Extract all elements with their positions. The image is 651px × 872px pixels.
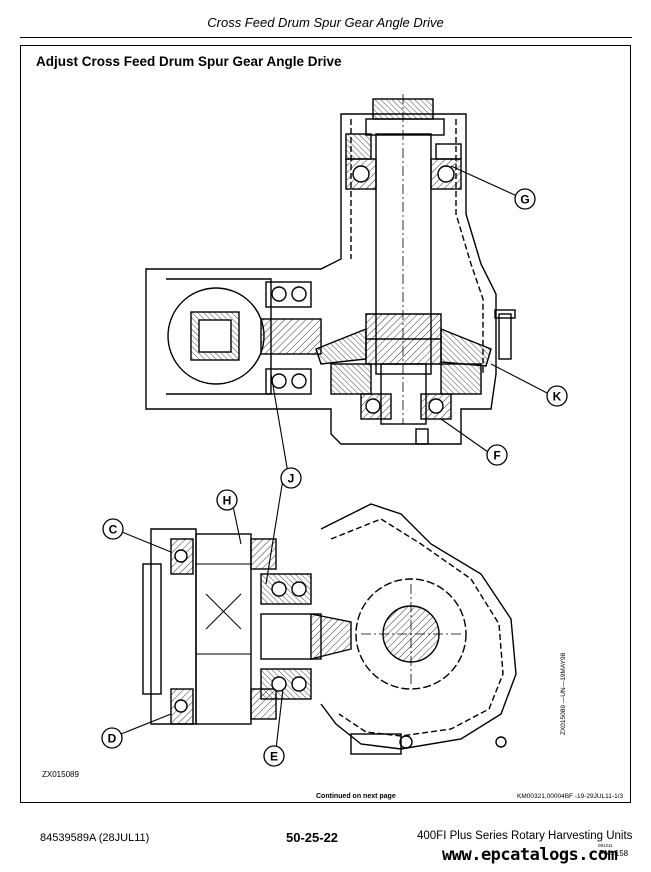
callout-g-label: G: [520, 193, 529, 207]
callout-j-label: J: [288, 472, 295, 486]
section-title: Adjust Cross Feed Drum Spur Gear Angle D…: [36, 54, 342, 69]
header-rule: [20, 37, 632, 38]
callout-f: F: [486, 444, 508, 466]
callout-f-label: F: [493, 449, 500, 463]
gear-drive-drawing: G K F J H C D E: [101, 94, 568, 767]
lower-plan-view: [142, 503, 517, 755]
callout-e: E: [263, 745, 285, 767]
footer-pn: PN=158: [599, 849, 629, 858]
callout-h: H: [216, 489, 238, 511]
figure-id: ZX015089: [42, 770, 79, 779]
watermark-link[interactable]: www.epcatalogs.com: [442, 845, 618, 865]
running-header-title: Cross Feed Drum Spur Gear Angle Drive: [207, 15, 444, 30]
figure-frame: [20, 45, 631, 803]
upper-section-view: [145, 94, 516, 445]
callout-k: K: [546, 385, 568, 407]
footer-page-number: 50-25-22: [286, 830, 339, 845]
callout-j: J: [280, 467, 302, 489]
callout-e-label: E: [270, 750, 278, 764]
callout-c: C: [102, 518, 124, 540]
callout-leaders: [120, 165, 550, 750]
figure-side-code: ZX015089 —UN—19MAY98: [560, 652, 567, 735]
footer-manual-title: 400FI Plus Series Rotary Harvesting Unit…: [417, 830, 633, 842]
callout-g: G: [514, 188, 536, 210]
footer-tiny-code: 091211: [598, 843, 613, 848]
callout-h-label: H: [223, 494, 232, 508]
reference-code: KM00321,00004BF -19-29JUL11-1/3: [517, 793, 624, 800]
continued-note: Continued on next page: [316, 793, 396, 800]
callout-k-label: K: [553, 390, 562, 404]
callout-c-label: C: [109, 523, 118, 537]
footer-doc-number: 84539589A (28JUL11): [40, 832, 150, 844]
callout-d: D: [101, 727, 123, 749]
callout-d-label: D: [108, 732, 117, 746]
